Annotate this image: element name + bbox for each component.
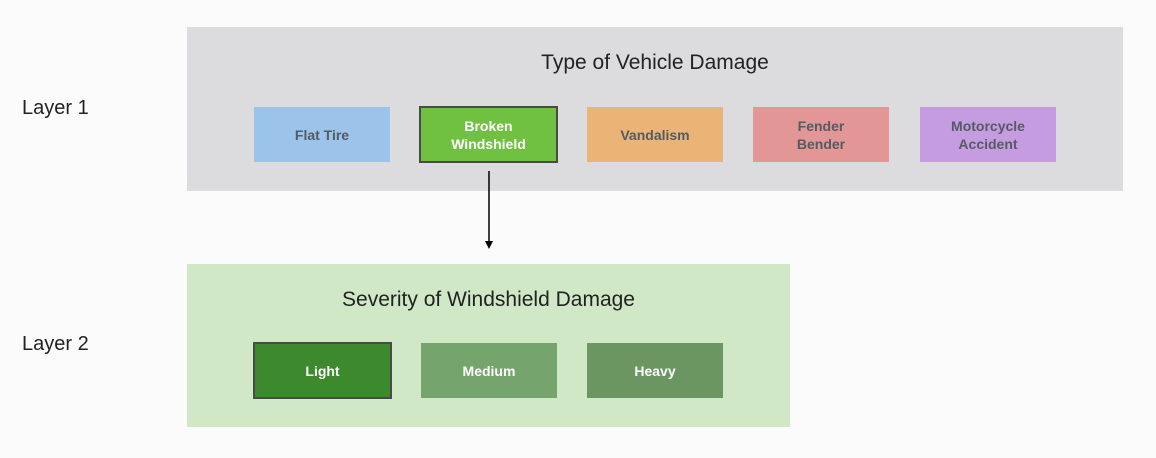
layer-2-label: Layer 2	[22, 333, 89, 355]
connector-arrow-head	[485, 241, 493, 249]
windshield-severity-panel: Severity of Windshield Damage Light Medi…	[187, 264, 790, 427]
option-light[interactable]: Light	[253, 342, 392, 399]
option-flat-tire[interactable]: Flat Tire	[254, 107, 390, 162]
option-fender-bender[interactable]: Fender Bender	[753, 107, 889, 162]
option-broken-windshield[interactable]: Broken Windshield	[419, 106, 558, 163]
layer-1-label: Layer 1	[22, 97, 89, 119]
option-medium[interactable]: Medium	[421, 343, 557, 398]
vehicle-damage-type-panel: Type of Vehicle Damage Flat Tire Broken …	[187, 27, 1123, 191]
option-vandalism[interactable]: Vandalism	[587, 107, 723, 162]
option-motorcycle-accident[interactable]: Motorcycle Accident	[920, 107, 1056, 162]
vehicle-damage-type-title: Type of Vehicle Damage	[541, 51, 769, 74]
windshield-severity-title: Severity of Windshield Damage	[342, 288, 635, 311]
option-heavy[interactable]: Heavy	[587, 343, 723, 398]
